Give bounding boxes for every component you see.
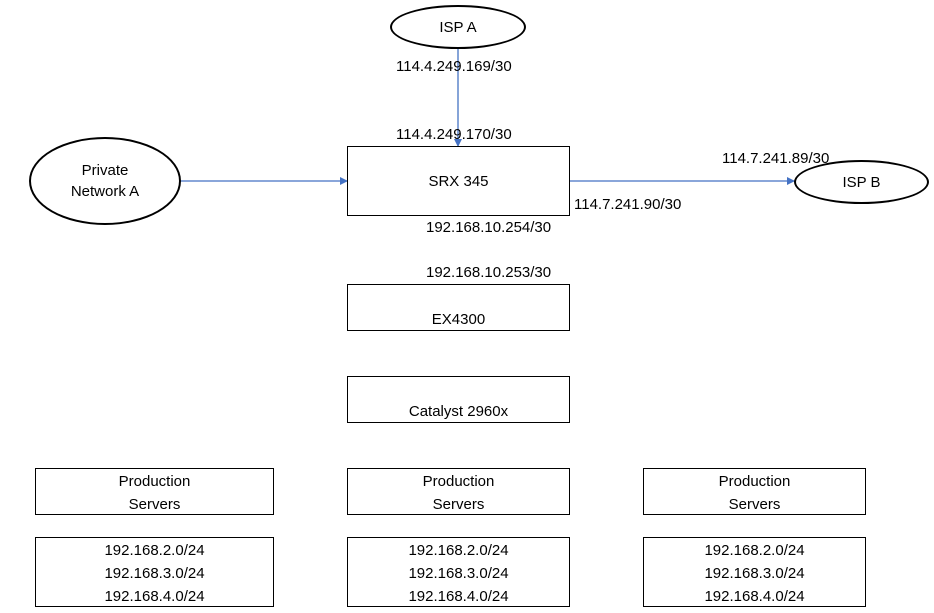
subnet-item: 192.168.3.0/24 bbox=[104, 565, 205, 582]
ip-label-isp-a: 114.4.249.169/30 bbox=[396, 58, 512, 75]
subnet-item: 192.168.3.0/24 bbox=[408, 565, 509, 582]
production-servers-box: Production Servers bbox=[35, 468, 274, 515]
ip-label-srx-inside: 192.168.10.254/30 bbox=[426, 219, 552, 236]
subnet-item: 192.168.4.0/24 bbox=[104, 588, 205, 605]
subnet-list-box: 192.168.2.0/24 192.168.3.0/24 192.168.4.… bbox=[347, 537, 570, 607]
private-network-node: Private Network A bbox=[29, 137, 181, 225]
srx-label: SRX 345 bbox=[428, 172, 489, 190]
ex4300-label: EX4300 bbox=[431, 311, 486, 328]
production-servers-label: Production Servers bbox=[422, 473, 495, 513]
ip-label-srx-isp-a: 114.4.249.170/30 bbox=[396, 126, 512, 143]
subnet-list-box: 192.168.2.0/24 192.168.3.0/24 192.168.4.… bbox=[643, 537, 866, 607]
isp-b-node: ISP B bbox=[794, 160, 929, 204]
subnet-list-box: 192.168.2.0/24 192.168.3.0/24 192.168.4.… bbox=[35, 537, 274, 607]
subnet-item: 192.168.3.0/24 bbox=[704, 565, 805, 582]
isp-a-label: ISP A bbox=[439, 18, 477, 36]
isp-b-label: ISP B bbox=[842, 173, 881, 191]
ex4300-switch-node: EX4300 bbox=[347, 284, 570, 331]
subnet-item: 192.168.4.0/24 bbox=[704, 588, 805, 605]
subnet-item: 192.168.2.0/24 bbox=[704, 542, 805, 559]
production-servers-box: Production Servers bbox=[347, 468, 570, 515]
catalyst-switch-node: Catalyst 2960x bbox=[347, 376, 570, 423]
production-servers-label: Production Servers bbox=[718, 473, 791, 513]
subnet-item: 192.168.2.0/24 bbox=[408, 542, 509, 559]
ip-label-srx-isp-b: 114.7.241.90/30 bbox=[574, 196, 682, 213]
srx-firewall-node: SRX 345 bbox=[347, 146, 570, 216]
ip-label-isp-b: 114.7.241.89/30 bbox=[722, 150, 830, 167]
catalyst-label: Catalyst 2960x bbox=[408, 403, 509, 420]
private-network-label: Private Network A bbox=[70, 162, 140, 200]
ip-label-ex4300-uplink: 192.168.10.253/30 bbox=[426, 264, 552, 281]
subnet-item: 192.168.4.0/24 bbox=[408, 588, 509, 605]
production-servers-box: Production Servers bbox=[643, 468, 866, 515]
isp-a-node: ISP A bbox=[390, 5, 526, 49]
subnet-item: 192.168.2.0/24 bbox=[104, 542, 205, 559]
production-servers-label: Production Servers bbox=[118, 473, 191, 513]
